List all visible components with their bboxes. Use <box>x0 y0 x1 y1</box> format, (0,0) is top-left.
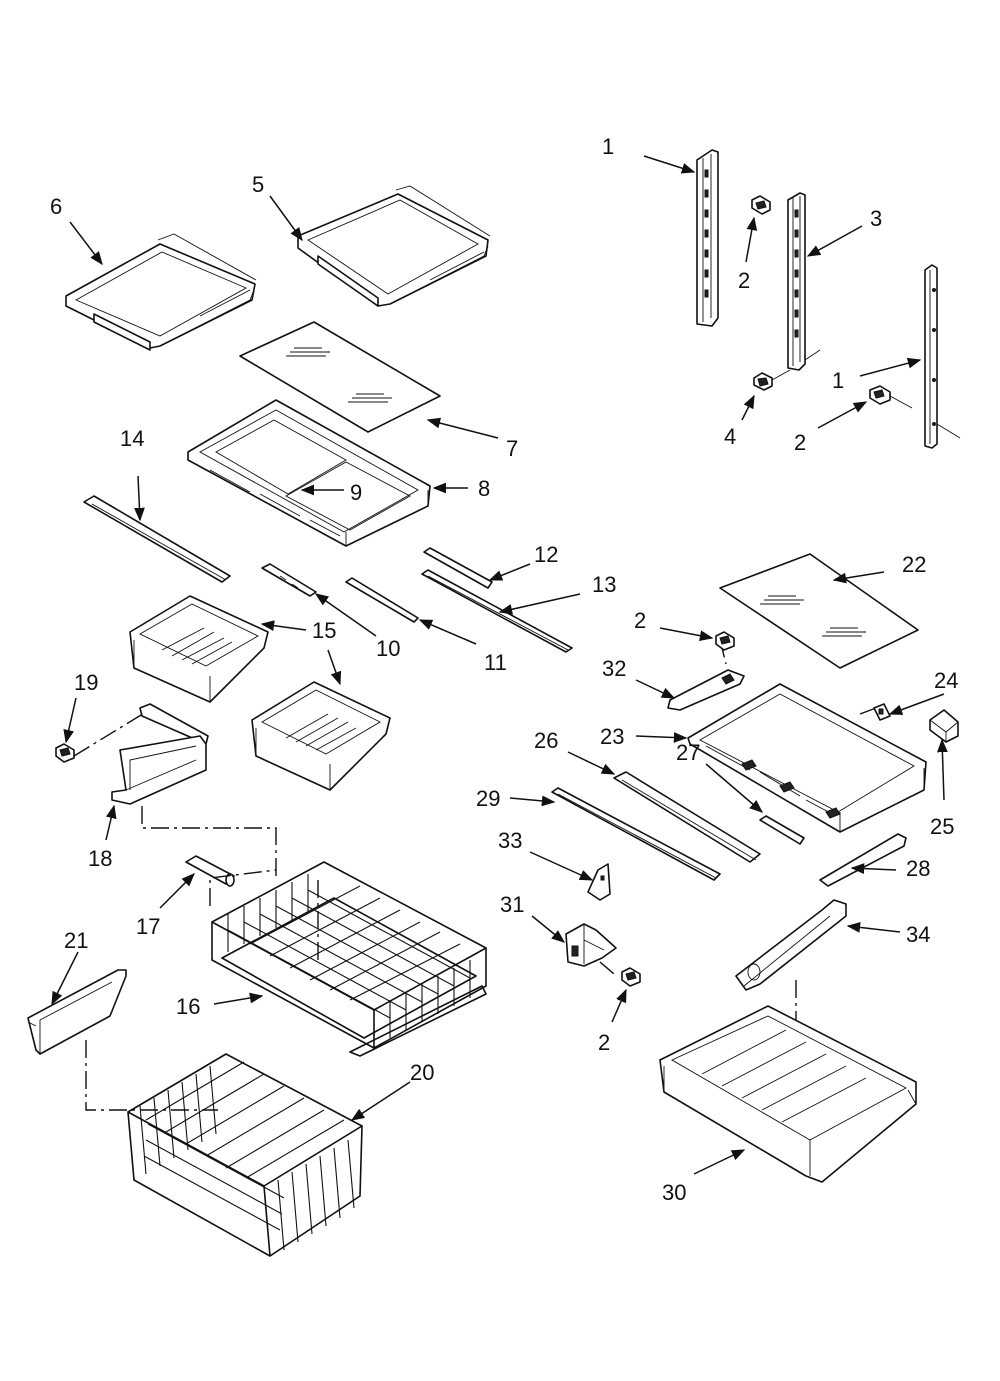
cantilever-shelf-5 <box>297 185 491 307</box>
callout-5: 5 <box>252 172 264 197</box>
callout-12: 12 <box>534 542 558 567</box>
callout-15: 15 <box>312 618 336 643</box>
callout-28: 28 <box>906 856 930 881</box>
callout-16: 16 <box>176 994 200 1019</box>
crisper-cover-8 <box>187 399 431 547</box>
drawer-cover-34 <box>735 899 847 991</box>
bracket-33 <box>587 863 611 901</box>
cantilever-shelf-6 <box>65 233 257 351</box>
callout-6: 6 <box>50 194 62 219</box>
callout-7: 7 <box>506 436 518 461</box>
callout-2: 2 <box>598 1030 610 1055</box>
glass-shelf-22 <box>719 553 919 669</box>
callout-2: 2 <box>634 608 646 633</box>
callout-24: 24 <box>934 668 958 693</box>
meat-drawer-30 <box>659 1005 917 1183</box>
rod-28 <box>819 833 907 887</box>
callout-11: 11 <box>484 650 507 675</box>
strip-29 <box>551 787 721 881</box>
callout-25: 25 <box>930 814 954 839</box>
divider-27 <box>759 815 805 845</box>
wire-basket-16 <box>211 861 487 1057</box>
callout-26: 26 <box>534 728 558 753</box>
leader-lines <box>51 155 948 1175</box>
callout-1: 1 <box>832 368 844 393</box>
shelf-frame-23 <box>687 683 927 833</box>
strip-13 <box>421 569 573 653</box>
callout-31: 31 <box>500 892 524 917</box>
callout-33: 33 <box>498 828 522 853</box>
shelf-ladder-left <box>696 149 719 327</box>
callout-19: 19 <box>74 670 98 695</box>
callout-13: 13 <box>592 572 616 597</box>
shelf-ladder-right <box>924 264 961 449</box>
shelf-ladder-center <box>787 192 821 371</box>
callout-20: 20 <box>410 1060 434 1085</box>
callout-18: 18 <box>88 846 112 871</box>
bracket-25 <box>929 709 959 743</box>
basket-bracket-21 <box>27 969 127 1055</box>
callout-27: 27 <box>676 740 700 765</box>
callout-23: 23 <box>600 724 624 749</box>
bracket-32 <box>667 669 745 711</box>
callout-9: 9 <box>350 480 362 505</box>
crisper-drawer-15-left <box>129 595 269 703</box>
callout-22: 22 <box>902 552 926 577</box>
bracket-31 <box>565 923 617 967</box>
basket-bracket-18 <box>111 703 209 805</box>
callout-21: 21 <box>64 928 88 953</box>
callout-10: 10 <box>376 636 400 661</box>
callout-3: 3 <box>870 206 882 231</box>
screw-icon <box>621 967 641 987</box>
crisper-drawer-15-right <box>251 681 391 791</box>
rod-11 <box>345 577 419 623</box>
screw-icon <box>869 385 913 409</box>
clip-24 <box>873 703 891 721</box>
callout-2: 2 <box>738 268 750 293</box>
callout-1: 1 <box>602 134 614 159</box>
trim-strip-26 <box>613 771 761 863</box>
glass-shelf-7 <box>239 321 441 433</box>
divider-10 <box>261 563 317 597</box>
trim-strip-14 <box>83 495 231 583</box>
screw-icon <box>715 631 735 651</box>
callout-17: 17 <box>136 914 160 939</box>
callout-8: 8 <box>478 476 490 501</box>
screw-icon <box>753 369 791 391</box>
callout-34: 34 <box>906 922 930 947</box>
screw-icon <box>55 743 75 763</box>
callout-14: 14 <box>120 426 144 451</box>
callout-4: 4 <box>724 424 736 449</box>
callout-2: 2 <box>794 430 806 455</box>
callout-30: 30 <box>662 1180 686 1205</box>
strip-12 <box>423 547 493 589</box>
screw-icon <box>751 195 771 215</box>
callout-32: 32 <box>602 656 626 681</box>
wire-basket-20 <box>127 1053 363 1257</box>
callout-labels: 1 1 2 2 2 2 3 4 5 6 7 8 9 10 11 12 13 14… <box>50 134 958 1205</box>
callout-29: 29 <box>476 786 500 811</box>
